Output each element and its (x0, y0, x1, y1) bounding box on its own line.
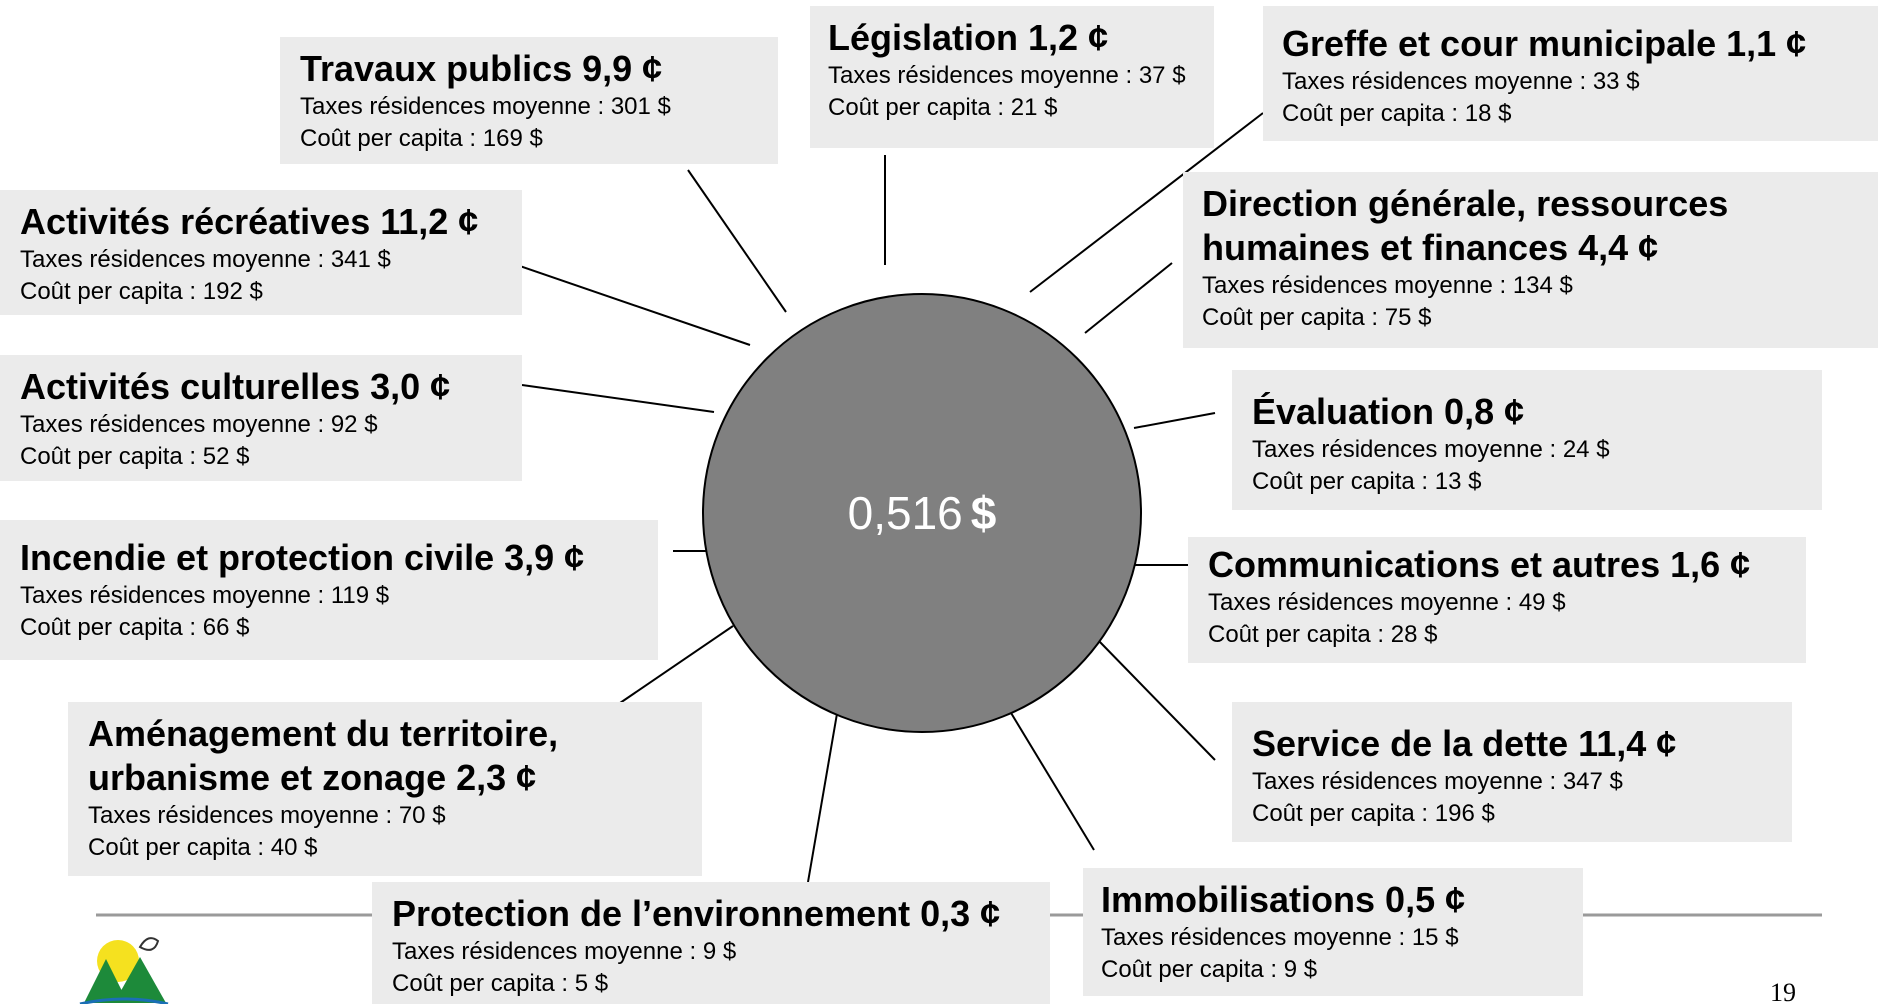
box-title: Protection de l’environnement 0,3 ¢ (392, 893, 1001, 934)
connector-activites-culturelles (521, 384, 715, 413)
box-tax-line: Taxes résidences moyenne : 301 $ (300, 93, 671, 120)
box-legislation: Législation 1,2 ¢ Taxes résidences moyen… (810, 6, 1214, 148)
box-title: Incendie et protection civile 3,9 ¢ (20, 537, 585, 578)
box-amenagement: Aménagement du territoire, urbanisme et … (68, 702, 702, 876)
connector-evaluation (1133, 412, 1216, 429)
connector-immobilisations (1004, 702, 1095, 851)
total-amount: 0,516 (847, 487, 963, 539)
box-title: Travaux publics 9,9 ¢ (300, 48, 663, 89)
box-capita-line: Coût per capita : 13 $ (1252, 468, 1482, 495)
total-hub: 0,516$ (702, 293, 1142, 733)
box-direction-generale: Direction générale, ressources humaines … (1183, 172, 1878, 348)
box-tax-line: Taxes résidences moyenne : 49 $ (1208, 589, 1566, 616)
box-capita-line: Coût per capita : 9 $ (1101, 956, 1318, 983)
box-travaux-publics: Travaux publics 9,9 ¢ Taxes résidences m… (280, 37, 778, 164)
box-immobilisations: Immobilisations 0,5 ¢ Taxes résidences m… (1083, 868, 1583, 996)
connector-protection-environnement (807, 701, 840, 883)
box-capita-line: Coût per capita : 40 $ (88, 834, 318, 861)
box-capita-line: Coût per capita : 192 $ (20, 278, 263, 305)
box-tax-line: Taxes résidences moyenne : 119 $ (20, 582, 390, 609)
connector-greffe (1029, 112, 1264, 293)
box-title: Évaluation 0,8 ¢ (1252, 391, 1525, 432)
box-tax-line: Taxes résidences moyenne : 24 $ (1252, 436, 1610, 463)
box-tax-line: Taxes résidences moyenne : 15 $ (1101, 924, 1459, 951)
total-currency: $ (970, 487, 997, 539)
box-title: Service de la dette 11,4 ¢ (1252, 723, 1677, 764)
box-title: Direction générale, ressources humaines … (1202, 183, 1729, 268)
box-service-dette: Service de la dette 11,4 ¢ Taxes résiden… (1232, 702, 1792, 842)
box-tax-line: Taxes résidences moyenne : 70 $ (88, 802, 446, 829)
box-greffe: Greffe et cour municipale 1,1 ¢ Taxes ré… (1263, 6, 1878, 141)
box-capita-line: Coût per capita : 75 $ (1202, 304, 1432, 331)
box-capita-line: Coût per capita : 52 $ (20, 443, 250, 470)
box-tax-line: Taxes résidences moyenne : 9 $ (392, 938, 737, 965)
box-title: Activités culturelles 3,0 ¢ (20, 366, 451, 407)
box-capita-line: Coût per capita : 196 $ (1252, 800, 1495, 827)
box-capita-line: Coût per capita : 28 $ (1208, 621, 1438, 648)
connector-service-dette (1097, 639, 1216, 761)
municipal-logo (79, 937, 169, 1004)
box-title: Législation 1,2 ¢ (828, 17, 1109, 58)
box-title: Communications et autres 1,6 ¢ (1208, 544, 1751, 585)
page-number: 19 (1770, 978, 1796, 1007)
box-tax-line: Taxes résidences moyenne : 134 $ (1202, 272, 1573, 299)
box-tax-line: Taxes résidences moyenne : 33 $ (1282, 68, 1640, 95)
box-tax-line: Taxes résidences moyenne : 92 $ (20, 411, 378, 438)
box-capita-line: Coût per capita : 21 $ (828, 94, 1058, 121)
box-capita-line: Coût per capita : 66 $ (20, 614, 250, 641)
box-tax-line: Taxes résidences moyenne : 347 $ (1252, 768, 1623, 795)
box-activites-culturelles: Activités culturelles 3,0 ¢ Taxes réside… (0, 355, 522, 481)
box-tax-line: Taxes résidences moyenne : 341 $ (20, 246, 391, 273)
box-title: Aménagement du territoire, urbanisme et … (88, 713, 559, 798)
box-tax-line: Taxes résidences moyenne : 37 $ (828, 62, 1186, 89)
box-incendie: Incendie et protection civile 3,9 ¢ Taxe… (0, 520, 658, 660)
box-capita-line: Coût per capita : 18 $ (1282, 100, 1512, 127)
box-title: Activités récréatives 11,2 ¢ (20, 201, 479, 242)
box-capita-line: Coût per capita : 169 $ (300, 125, 543, 152)
box-title: Immobilisations 0,5 ¢ (1101, 879, 1466, 920)
box-evaluation: Évaluation 0,8 ¢ Taxes résidences moyenn… (1232, 370, 1822, 510)
box-capita-line: Coût per capita : 5 $ (392, 970, 609, 997)
connector-travaux-publics (687, 169, 787, 313)
box-communications: Communications et autres 1,6 ¢ Taxes rés… (1188, 537, 1806, 663)
box-protection-environnement: Protection de l’environnement 0,3 ¢ Taxe… (372, 882, 1050, 1004)
box-title: Greffe et cour municipale 1,1 ¢ (1282, 23, 1807, 64)
box-activites-recreatives: Activités récréatives 11,2 ¢ Taxes résid… (0, 190, 522, 315)
connector-direction-generale (1084, 262, 1173, 334)
connector-activites-recreatives (507, 261, 751, 346)
